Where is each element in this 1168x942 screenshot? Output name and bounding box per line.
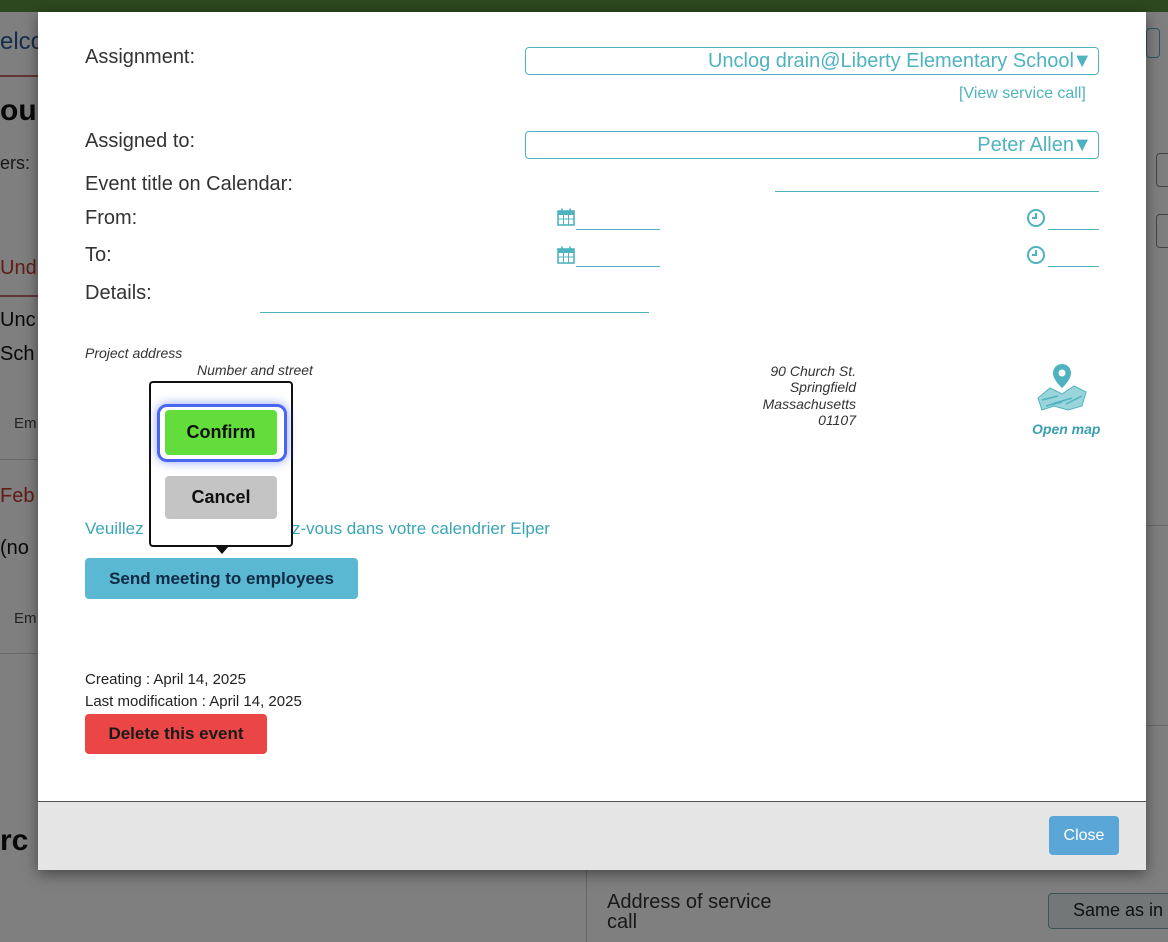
details-label: Details: bbox=[85, 282, 152, 304]
assigned-to-label: Assigned to: bbox=[85, 130, 196, 152]
creating-date: Creating : April 14, 2025 bbox=[85, 671, 246, 688]
event-title-label: Event title on Calendar: bbox=[85, 173, 293, 195]
focus-ring bbox=[157, 404, 287, 462]
clock-icon[interactable] bbox=[1026, 208, 1046, 228]
address-line-street: 90 Church St. bbox=[770, 363, 856, 379]
project-address-label: Project address bbox=[85, 345, 183, 361]
address-line-state: Massachusetts bbox=[762, 396, 856, 412]
to-label: To: bbox=[85, 244, 112, 266]
popover-tip bbox=[215, 546, 229, 554]
view-service-call-link[interactable]: [View service call] bbox=[959, 85, 1086, 102]
to-date-input[interactable] bbox=[576, 266, 660, 267]
calendar-icon[interactable] bbox=[556, 207, 576, 227]
send-meeting-button[interactable]: Send meeting to employees bbox=[85, 558, 358, 599]
close-button[interactable]: Close bbox=[1049, 816, 1119, 855]
assignment-label: Assignment: bbox=[85, 46, 196, 68]
assignment-value: Unclog drain@Liberty Elementary School bbox=[707, 50, 1074, 72]
clock-icon[interactable] bbox=[1026, 245, 1046, 265]
cancel-button[interactable]: Cancel bbox=[165, 476, 277, 519]
assignment-select[interactable]: Unclog drain@Liberty Elementary School ▼ bbox=[525, 47, 1099, 75]
address-line-zip: 01107 bbox=[818, 412, 856, 428]
modal-body: Assignment: Unclog drain@Liberty Element… bbox=[38, 12, 1146, 801]
map-pin-icon[interactable] bbox=[1032, 360, 1092, 414]
address-line-city: Springfield bbox=[789, 379, 856, 395]
confirm-button[interactable]: Confirm bbox=[165, 410, 277, 455]
to-time-input[interactable] bbox=[1048, 266, 1099, 267]
event-title-input[interactable] bbox=[775, 191, 1099, 192]
calendar-note-right: z-vous dans votre calendrier Elper bbox=[292, 519, 550, 538]
calendar-note-left: Veuillez bbox=[85, 519, 144, 538]
calendar-icon[interactable] bbox=[556, 245, 576, 265]
open-map-link[interactable]: Open map bbox=[1032, 421, 1101, 437]
from-label: From: bbox=[85, 207, 138, 229]
assigned-to-select[interactable]: Peter Allen ▼ bbox=[525, 131, 1099, 159]
confirm-popover: Confirm Cancel bbox=[149, 381, 293, 554]
assigned-to-value: Peter Allen bbox=[977, 134, 1074, 156]
delete-event-button[interactable]: Delete this event bbox=[85, 714, 267, 754]
details-input[interactable] bbox=[260, 312, 649, 313]
number-and-street-label: Number and street bbox=[197, 362, 313, 378]
triangle-down-icon: ▼ bbox=[1072, 50, 1092, 72]
triangle-down-icon: ▼ bbox=[1072, 134, 1092, 156]
modal-footer: Close bbox=[38, 801, 1146, 870]
from-date-input[interactable] bbox=[576, 229, 660, 230]
event-modal: Assignment: Unclog drain@Liberty Element… bbox=[38, 12, 1146, 870]
last-modification-date: Last modification : April 14, 2025 bbox=[85, 693, 302, 710]
from-time-input[interactable] bbox=[1048, 229, 1099, 230]
